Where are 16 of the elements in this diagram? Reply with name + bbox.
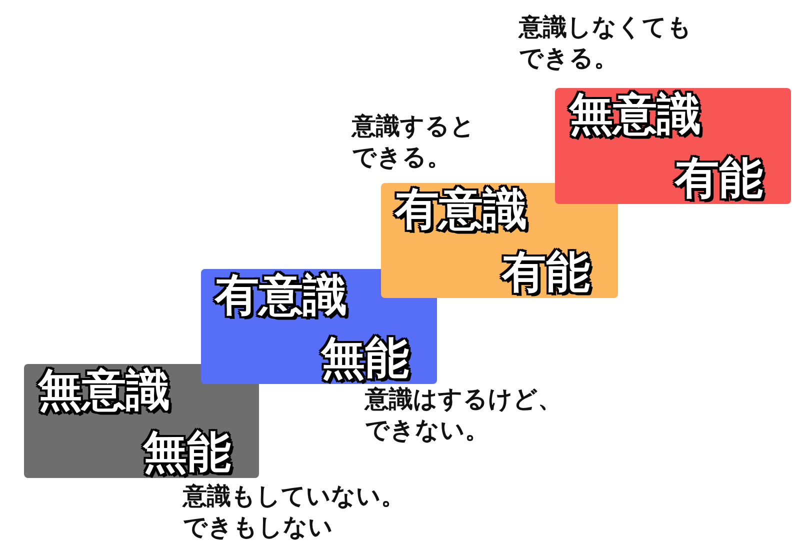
heading-text: 有意識 [395, 187, 527, 234]
heading-text: 有意識 [215, 273, 347, 320]
caption-text: 意識もしていない。できもしない [183, 481, 406, 543]
label-text: 無能 [321, 336, 409, 382]
stage-box [555, 88, 791, 204]
caption-text: 意識しなくてもできる。 [519, 12, 693, 74]
label-text: 有能 [502, 250, 590, 296]
heading-text: 無意識 [38, 368, 170, 414]
label-text: 有能 [675, 156, 763, 202]
label-text: 無能 [143, 430, 231, 476]
stage-box [201, 269, 437, 384]
caption-text: 意識するとできる。 [352, 111, 476, 173]
stage-box [24, 364, 259, 478]
stage-box [381, 183, 618, 298]
caption-text: 意識はするけど、できない。 [365, 384, 563, 446]
heading-text: 無意識 [569, 92, 701, 138]
